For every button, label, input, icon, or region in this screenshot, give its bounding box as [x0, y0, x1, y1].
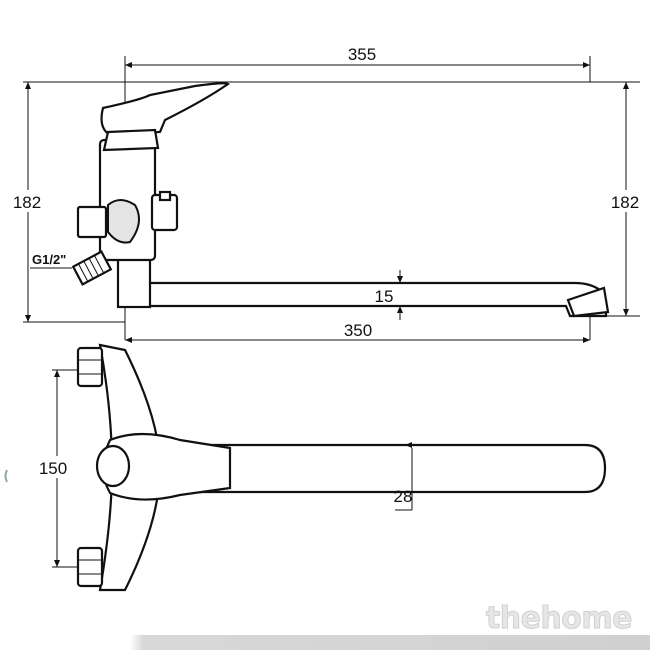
dim-label-bg-150 — [36, 456, 74, 478]
watermark: thehome — [486, 601, 632, 636]
top-view: 150 28 — [36, 343, 607, 592]
inlet-nut-bottom — [76, 546, 104, 588]
bottom-bar — [0, 635, 650, 650]
dim-spout-thickness: 15 — [375, 287, 394, 306]
dim-label-bg-right — [606, 190, 644, 212]
thread-label: G1/2" — [32, 252, 66, 267]
inlet-nut — [76, 205, 108, 239]
spout-top-view — [198, 443, 607, 494]
dim-center-distance: 150 — [39, 459, 67, 478]
thread-line-2 — [83, 260, 94, 279]
thread-line-3 — [88, 257, 99, 277]
spout-side — [123, 281, 608, 318]
side-view: 355 182 182 350 15 — [8, 45, 644, 343]
spout-aerator — [566, 286, 610, 318]
diverter-cap — [158, 190, 172, 202]
lever-handle — [100, 82, 230, 137]
dim-height-right: 182 — [611, 193, 639, 212]
dim-spout-length: 350 — [344, 321, 372, 340]
inlet-nut-top — [76, 346, 104, 388]
dim-spout-diameter: 28 — [394, 487, 413, 506]
eccentric-connector — [71, 250, 113, 286]
cartridge-top-view — [95, 444, 131, 488]
thread-line-4 — [93, 255, 105, 274]
dim-width-total: 355 — [348, 45, 376, 64]
inlet-elbow — [107, 199, 140, 244]
dim-label-bg-left — [8, 190, 46, 212]
thread-line-1 — [78, 263, 89, 282]
spout-collar — [116, 253, 152, 309]
cartridge-cap — [102, 128, 160, 152]
dim-height-left: 182 — [13, 193, 41, 212]
eccentric-thread — [71, 250, 113, 286]
stray-mark — [4, 469, 8, 483]
